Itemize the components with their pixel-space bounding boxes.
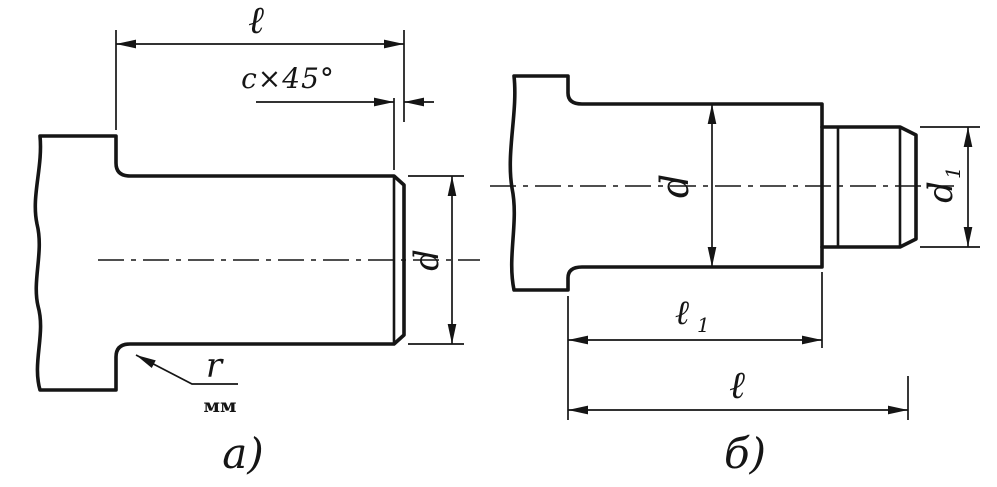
shaft-a-outline — [33, 134, 406, 392]
dim-a-length: ℓ — [115, 0, 405, 130]
dim-b-diameter1-label: d — [921, 181, 961, 203]
dim-b-length-total-label: ℓ — [729, 363, 745, 407]
dim-b-diameter1: d 1 — [920, 126, 980, 248]
dim-b-diameter: d — [653, 104, 717, 267]
dim-a-length-label: ℓ — [248, 0, 264, 42]
shaft-b-stub-outline — [820, 125, 918, 249]
dim-b-length1-subscript: 1 — [697, 313, 710, 337]
dim-a-radius-label: r — [206, 346, 224, 386]
dim-b-length1: ℓ 1 — [567, 272, 823, 420]
dim-a-chamfer: c×45° — [241, 62, 434, 170]
dim-b-diameter-label: d — [653, 174, 697, 198]
drawing-b: d d 1 ℓ 1 — [490, 74, 980, 478]
dim-b-length-total: ℓ — [568, 363, 909, 420]
dim-a-diameter: d — [407, 175, 464, 345]
caption-a: а) — [222, 429, 263, 478]
drawing-a: ℓ c×45° d r мм — [33, 0, 480, 478]
dim-a-radius: r мм — [135, 346, 238, 417]
dim-a-chamfer-label: c×45° — [241, 62, 335, 95]
caption-b: б) — [724, 429, 766, 478]
dim-a-diameter-label: d — [407, 249, 447, 271]
dim-a-radius-unit: мм — [203, 395, 236, 417]
shaft-b-outline — [508, 74, 824, 292]
dim-b-length1-label: ℓ — [675, 293, 689, 333]
dim-b-diameter1-subscript: 1 — [941, 166, 965, 179]
